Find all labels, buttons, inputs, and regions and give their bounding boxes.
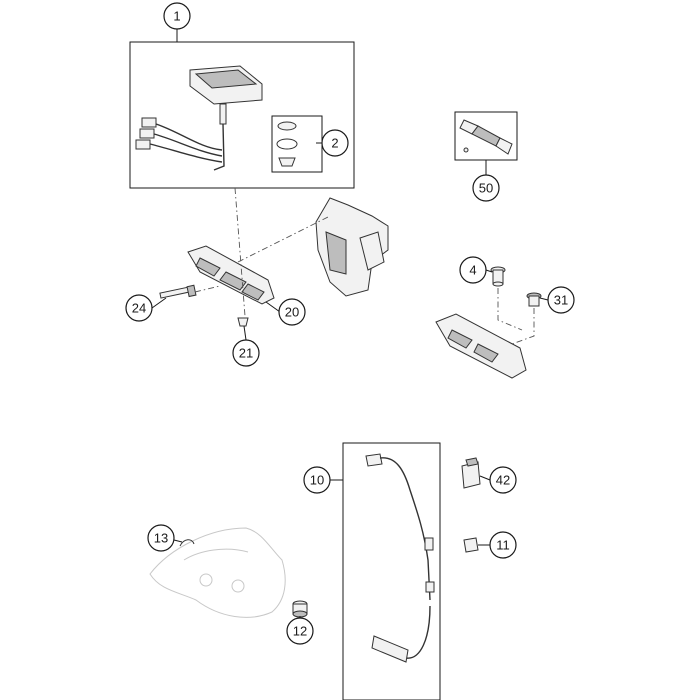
callout-label: 1	[173, 9, 180, 24]
plug-part-2[interactable]	[526, 292, 542, 307]
spacer-part[interactable]	[292, 600, 308, 618]
callout-label: 24	[132, 301, 146, 316]
callout-1[interactable]: 1	[163, 2, 191, 30]
seal-washer-set[interactable]	[276, 121, 298, 167]
assembly-lines	[194, 187, 535, 345]
callout-2[interactable]: 2	[321, 129, 349, 157]
callout-4[interactable]: 4	[459, 256, 487, 284]
callout-11[interactable]: 11	[489, 531, 517, 559]
ring-part[interactable]	[179, 539, 195, 547]
callout-label: 12	[293, 624, 307, 639]
callout-50[interactable]: 50	[472, 174, 500, 202]
instrument-base-part-2[interactable]	[435, 313, 527, 379]
callout-label: 21	[239, 346, 253, 361]
callout-42[interactable]: 42	[489, 466, 517, 494]
instrument-base-part[interactable]	[187, 245, 275, 305]
speedometer-part[interactable]	[135, 65, 263, 171]
callout-24[interactable]: 24	[125, 294, 153, 322]
bracket-part[interactable]	[315, 197, 389, 297]
callout-label: 11	[496, 538, 510, 553]
key-kit-part[interactable]	[459, 119, 513, 155]
callout-label: 4	[469, 263, 476, 278]
callout-label: 2	[331, 136, 338, 151]
bolt-part[interactable]	[159, 284, 197, 299]
leader-lines	[151, 29, 549, 618]
brake-disc-outline	[149, 527, 286, 618]
sensor-cable-part[interactable]	[365, 453, 435, 663]
callout-label: 13	[154, 531, 168, 546]
callout-20[interactable]: 20	[278, 298, 306, 326]
callout-label: 42	[496, 473, 510, 488]
plug-part[interactable]	[490, 266, 506, 287]
callout-label: 10	[310, 473, 324, 488]
callout-10[interactable]: 10	[303, 466, 331, 494]
callout-13[interactable]: 13	[147, 524, 175, 552]
callout-12[interactable]: 12	[286, 617, 314, 645]
callout-label: 50	[479, 181, 493, 196]
callout-label: 20	[285, 305, 299, 320]
frame-instrument-kit	[129, 41, 355, 189]
frame-sensor-kit	[342, 442, 441, 700]
callout-21[interactable]: 21	[232, 339, 260, 367]
callout-label: 31	[554, 293, 568, 308]
callout-31[interactable]: 31	[547, 286, 575, 314]
screw-part[interactable]	[237, 317, 249, 327]
sensor-block-part[interactable]	[461, 457, 481, 489]
clip-part[interactable]	[463, 537, 479, 553]
